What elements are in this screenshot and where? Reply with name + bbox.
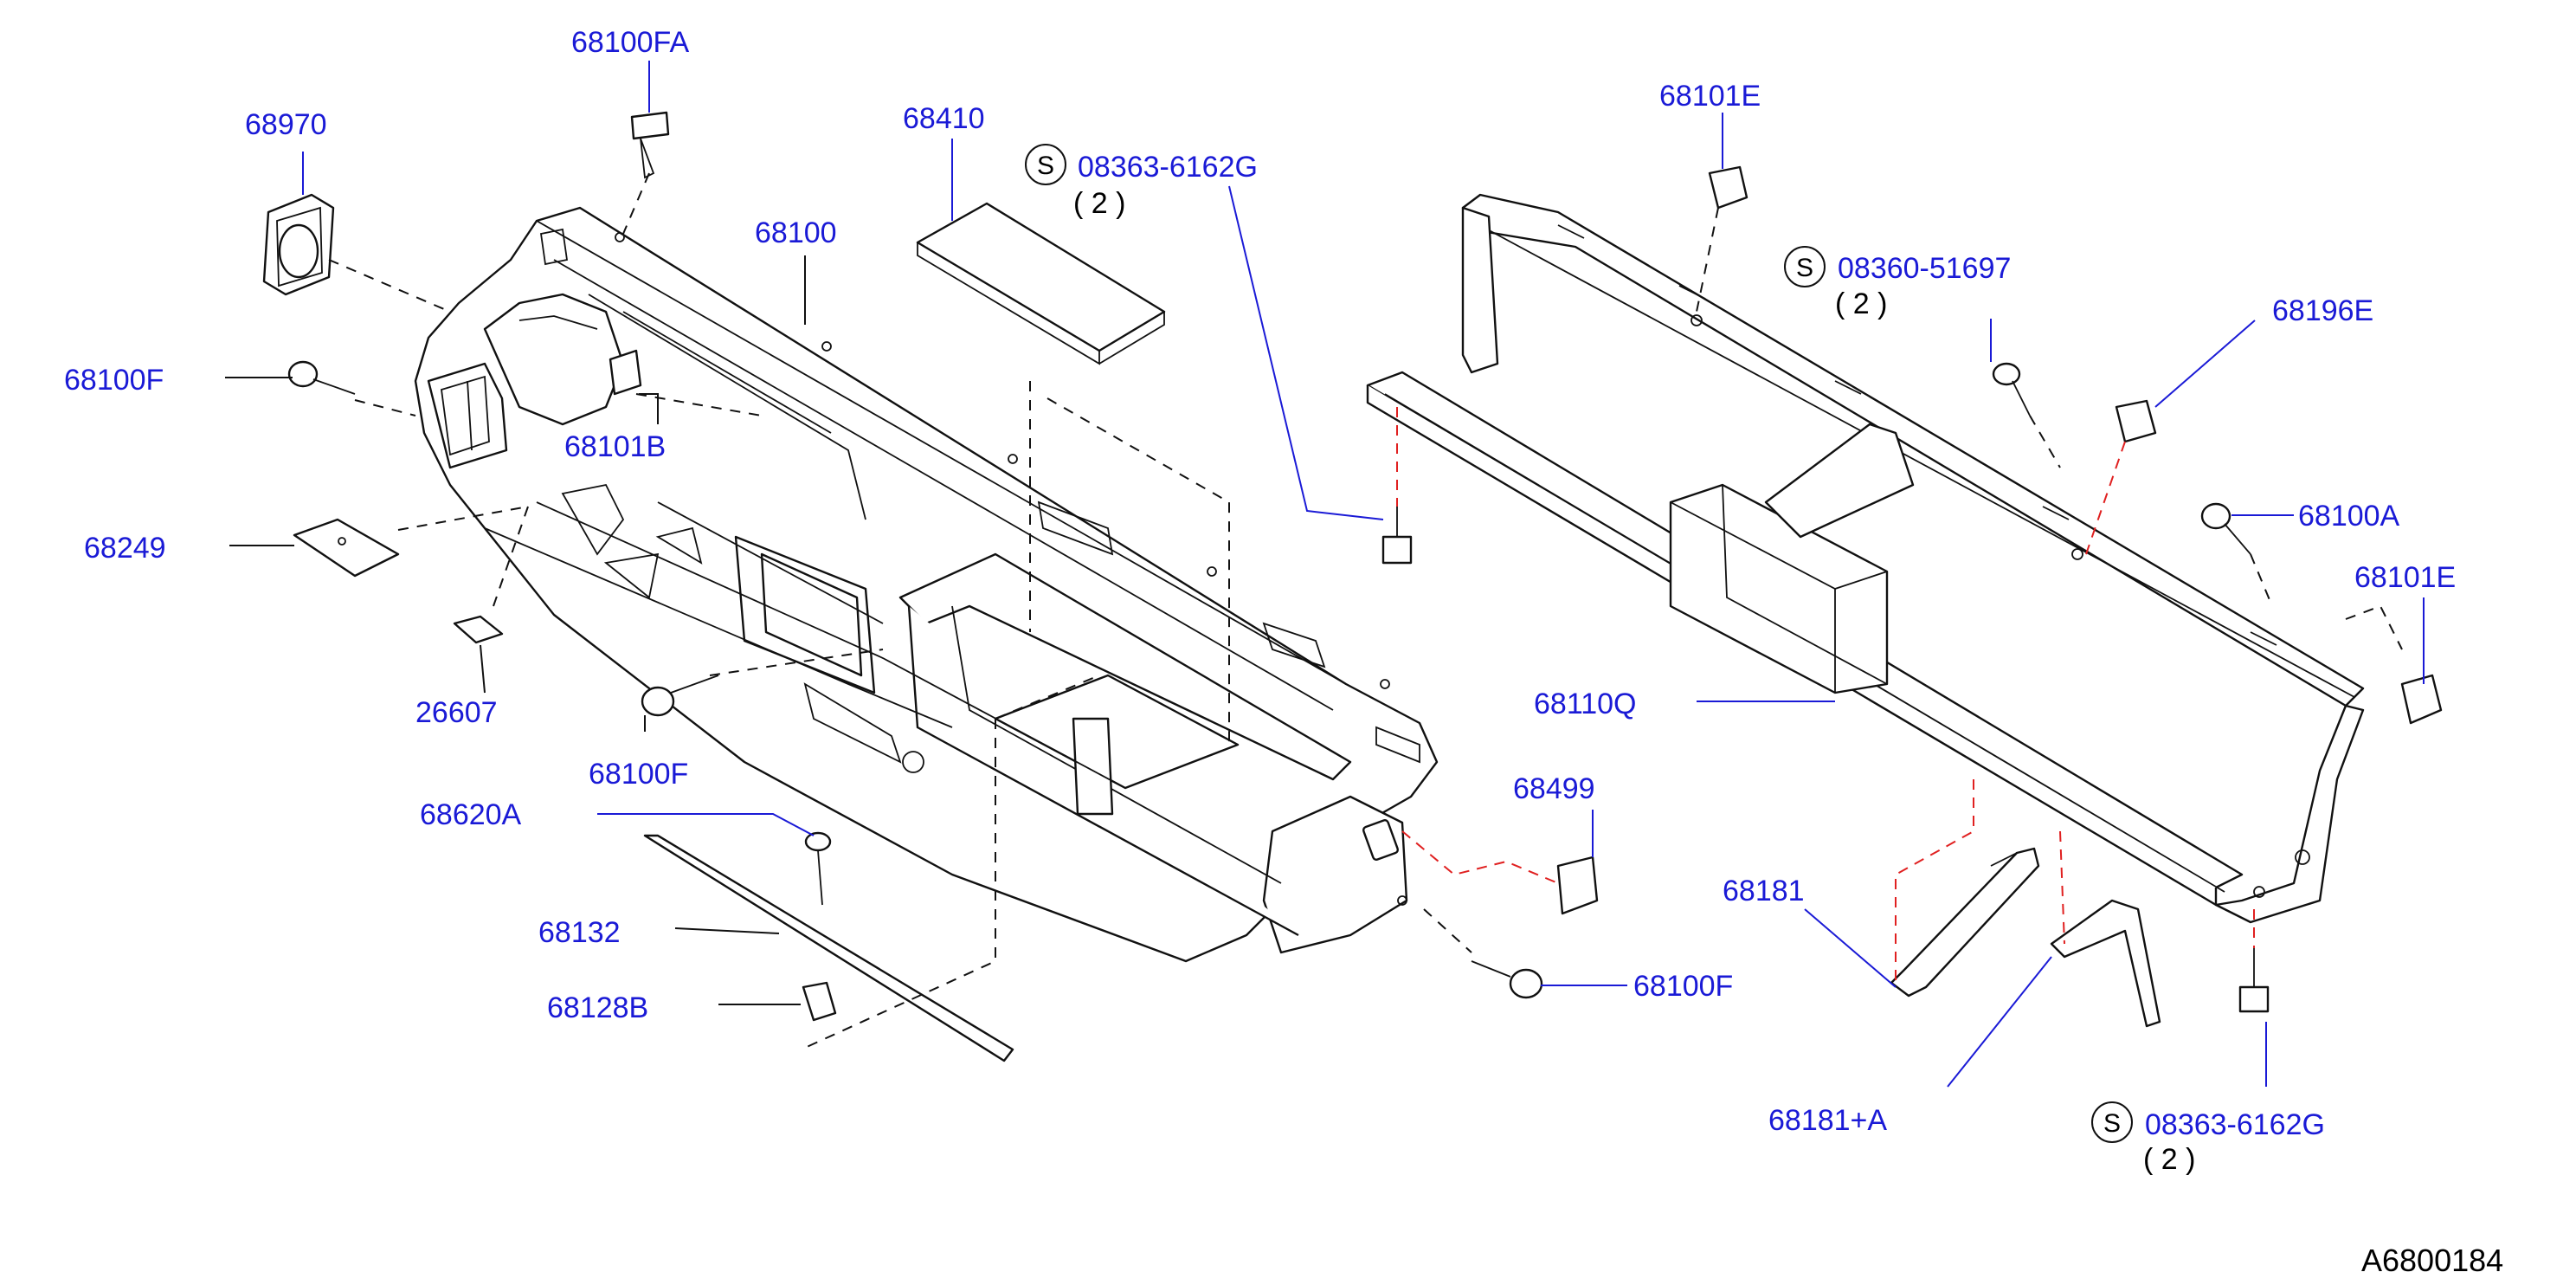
label-68100A: 68100A (2298, 500, 2400, 533)
label-68132: 68132 (538, 916, 621, 949)
label-68101B: 68101B (564, 430, 666, 463)
part-68410-lid (916, 202, 1166, 365)
part-68181A (2050, 899, 2161, 1028)
label-68100F-left: 68100F (64, 364, 164, 397)
part-68181 (1890, 847, 2040, 998)
part-68249 (293, 518, 400, 578)
svg-text:S: S (1796, 254, 1813, 282)
label-08360: 08360-51697 (1838, 252, 2011, 285)
label-26607: 26607 (415, 696, 498, 729)
label-68100: 68100 (755, 216, 837, 249)
s-symbol-bottom: S (2091, 1101, 2133, 1143)
fastener-68196E (2115, 399, 2157, 443)
label-68620A: 68620A (420, 798, 522, 831)
svg-text:S: S (1037, 152, 1054, 180)
reference-code: A6800184 (2361, 1243, 2503, 1278)
part-68132-strip (643, 834, 1014, 1062)
fastener-68100F-left (287, 360, 356, 395)
label-68970: 68970 (245, 108, 327, 141)
fastener-68100FA (630, 111, 670, 179)
label-68101E-right: 68101E (2354, 561, 2456, 594)
label-68128B: 68128B (547, 991, 648, 1024)
label-68196E: 68196E (2272, 294, 2373, 327)
member-68110Q (1366, 193, 2365, 924)
s-symbol-top: S (1025, 144, 1066, 185)
bolt-08363-bottom (2238, 948, 2270, 1013)
label-68100F-right: 68100F (1633, 970, 1733, 1003)
label-68499: 68499 (1513, 772, 1595, 805)
instrument-panel-68100 (414, 206, 1439, 963)
label-08363-top: 08363-6162G (1078, 151, 1258, 184)
label-68410: 68410 (903, 102, 985, 135)
fastener-68101E-right (2400, 674, 2443, 725)
label-68100F-mid: 68100F (589, 758, 688, 791)
label-68181A: 68181+A (1768, 1104, 1887, 1137)
fastener-08360 (1992, 362, 2031, 416)
label-08363-top-qty: ( 2 ) (1073, 187, 1125, 220)
bolt-08363-top (1381, 507, 1413, 565)
part-68101B (609, 349, 642, 396)
fastener-68100F-right (1471, 960, 1543, 999)
svg-text:S: S (2103, 1109, 2121, 1138)
s-symbol-middle: S (1784, 246, 1826, 287)
fastener-68100A (2200, 502, 2251, 555)
fastener-68620A (804, 831, 832, 906)
fastener-68128B (802, 981, 837, 1022)
label-68110Q: 68110Q (1534, 688, 1636, 720)
label-08363-bottom-qty: ( 2 ) (2143, 1143, 2195, 1176)
label-68101E-top: 68101E (1659, 80, 1761, 113)
leader-lines (225, 61, 2425, 1088)
label-08363-bottom: 08363-6162G (2145, 1108, 2325, 1141)
part-68499 (1556, 856, 1599, 915)
fastener-68101E-top (1708, 165, 1748, 210)
label-68181: 68181 (1723, 875, 1805, 907)
red-dashed-connectors (1396, 407, 2255, 983)
part-68970 (262, 193, 335, 296)
label-08360-qty: ( 2 ) (1835, 287, 1887, 320)
part-26607 (453, 615, 504, 644)
label-68249: 68249 (84, 532, 166, 565)
fastener-68100F-mid (641, 675, 719, 717)
label-68100FA: 68100FA (571, 26, 689, 59)
